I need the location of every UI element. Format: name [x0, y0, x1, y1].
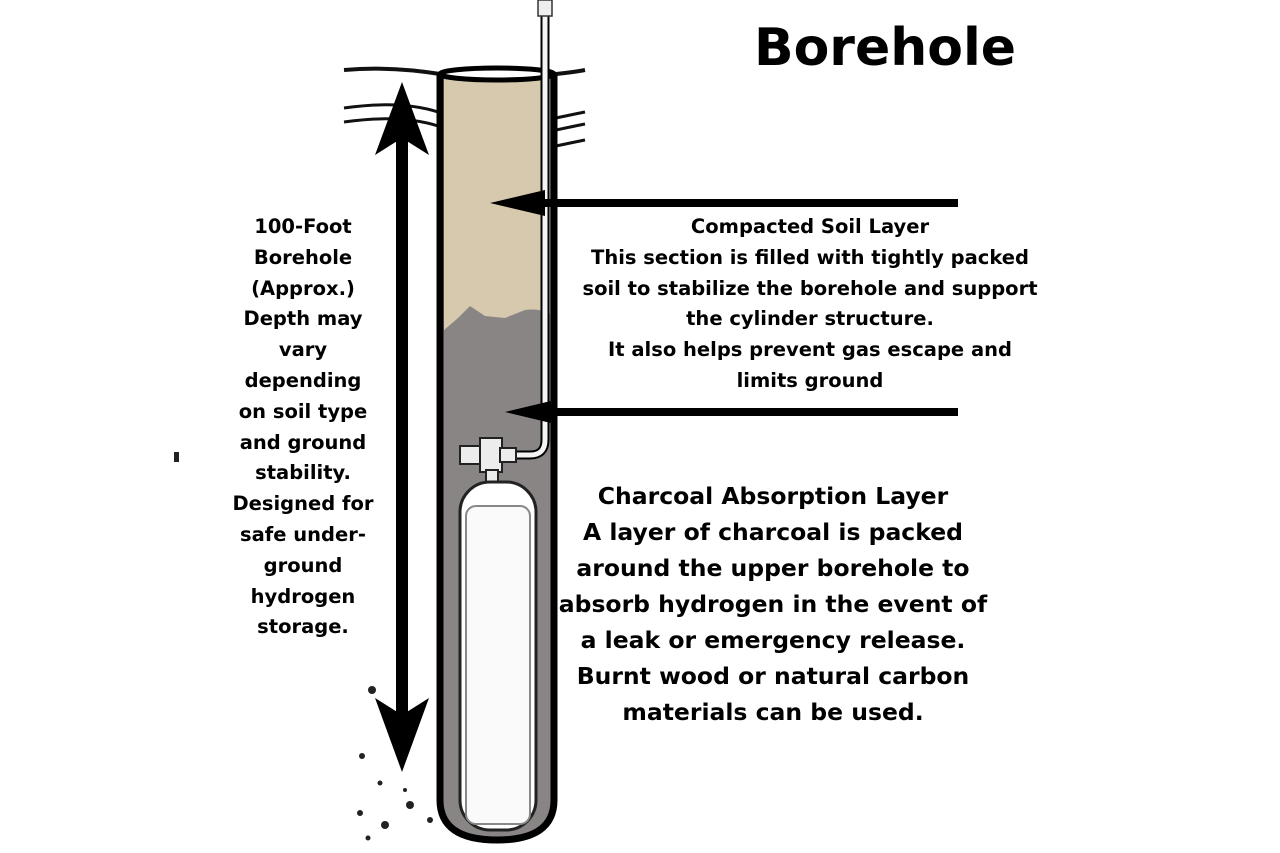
text-line: safe under- [240, 522, 366, 546]
soil-specks [174, 452, 433, 841]
text-line: (Approx.) [251, 276, 355, 300]
text-line: A layer of charcoal is packed [582, 518, 963, 546]
text-line: around the upper borehole to [576, 554, 970, 582]
page-title: Borehole [753, 18, 1017, 78]
text-line: on soil type [238, 399, 368, 423]
text-line: hydrogen [250, 584, 356, 608]
text-line: soil to stabilize the borehole and suppo… [582, 276, 1038, 300]
text-line: the cylinder structure. [686, 307, 934, 331]
text-line: 100-Foot [254, 215, 352, 238]
text-line: materials can be used. [622, 698, 924, 726]
text-line: stability. [255, 461, 351, 485]
text-line: Charcoal Absorption Layer [597, 482, 949, 510]
text-line: vary [278, 338, 328, 362]
charcoal-pointer-arrow [505, 400, 958, 424]
charcoal-description: Charcoal Absorption Layer A layer of cha… [540, 478, 1006, 730]
text-line: It also helps prevent gas escape and [608, 338, 1012, 362]
depth-description: 100-Foot Borehole (Approx.) Depth may va… [200, 212, 406, 643]
text-line: Burnt wood or natural carbon [576, 662, 970, 690]
text-line: Designed for [232, 492, 374, 516]
text-line: Depth may [243, 307, 363, 331]
text-line: absorb hydrogen in the event of [558, 590, 988, 618]
depth-arrow [375, 82, 429, 772]
soil-pointer-arrow [490, 190, 958, 216]
text-line: limits ground [736, 368, 884, 392]
text-line: a leak or emergency release. [580, 626, 966, 654]
borehole-opening [437, 65, 557, 83]
text-line: storage. [257, 615, 349, 639]
text-line: Compacted Soil Layer [690, 215, 930, 238]
text-line: This section is filled with tightly pack… [591, 245, 1029, 269]
text-line: ground [263, 553, 343, 577]
text-line: and ground [239, 430, 367, 454]
compacted-soil-description: Compacted Soil Layer This section is fil… [560, 212, 1060, 397]
text-line: depending [244, 368, 362, 392]
valve [459, 437, 517, 483]
text-line: Borehole [253, 245, 353, 269]
